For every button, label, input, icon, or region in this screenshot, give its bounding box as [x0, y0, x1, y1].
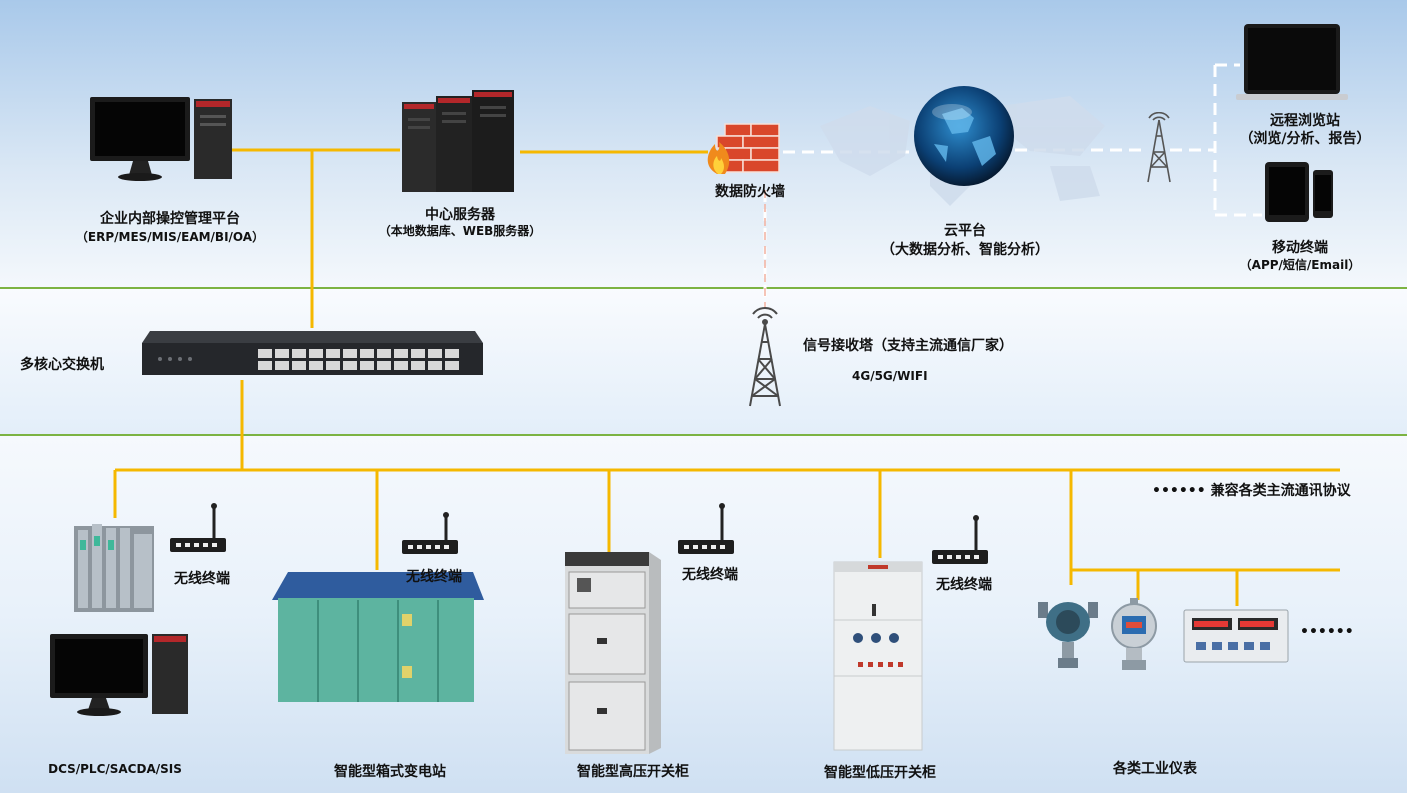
- wireless-router-icon: [402, 512, 458, 554]
- desktop-computer-icon: [90, 97, 232, 181]
- remote-station-subtitle: （浏览/分析、报告）: [1239, 131, 1371, 147]
- firewall-graphic: [703, 122, 783, 178]
- wireless-router-icon: [932, 515, 988, 564]
- pressure-transmitter-icon: [1038, 602, 1098, 668]
- dcs-title: DCS/PLC/SACDA/SIS: [48, 762, 182, 776]
- wireless-terminal-3: [676, 502, 736, 556]
- wireless-router-icon: [170, 503, 226, 552]
- hv-cabinet-title: 智能型高压开关柜: [577, 764, 689, 780]
- wireless-terminal-4: [930, 514, 990, 566]
- gas-detector: [1106, 596, 1162, 672]
- box-substation: [268, 570, 486, 704]
- enterprise-platform-title: 企业内部操控管理平台: [100, 211, 240, 227]
- instruments-title: 各类工业仪表: [1113, 761, 1197, 777]
- wireless-terminal-2: [400, 512, 460, 556]
- remote-station-title: 远程浏览站: [1270, 113, 1340, 129]
- protocol-note: •••••• 兼容各类主流通讯协议: [1152, 483, 1351, 499]
- central-server-rack: [400, 88, 518, 196]
- laptop-icon: [1236, 24, 1348, 100]
- wireless-terminal-2-label: 无线终端: [406, 569, 462, 585]
- mobile-terminal-devices: [1263, 160, 1339, 224]
- hv-switchgear: [563, 548, 663, 756]
- enterprise-platform-subtitle: （ERP/MES/MIS/EAM/BI/OA）: [75, 230, 265, 244]
- wireless-terminal-3-label: 无线终端: [682, 567, 738, 583]
- mobile-terminal-subtitle: （APP/短信/Email）: [1239, 258, 1361, 272]
- network-switch-icon: [142, 331, 483, 375]
- digital-display-meter: [1182, 608, 1290, 664]
- wireless-router-icon: [678, 503, 734, 554]
- desktop-computer-icon: [50, 634, 188, 716]
- plc-icon: [74, 524, 154, 612]
- layer-separator-bottom: [0, 434, 1407, 436]
- mobile-terminal-title: 移动终端: [1272, 240, 1328, 256]
- antenna-tower-icon: [1147, 112, 1171, 183]
- layer-separator-top: [0, 287, 1407, 289]
- top-layer-band: [0, 0, 1407, 288]
- hv-cabinet-icon: [565, 552, 661, 754]
- central-server-title: 中心服务器: [425, 207, 495, 223]
- relay-tower-top: [1145, 112, 1173, 184]
- globe-icon: [914, 86, 1014, 186]
- enterprise-platform-computer: [88, 95, 236, 185]
- signal-tower: [746, 304, 784, 408]
- box-substation-title: 智能型箱式变电站: [334, 764, 446, 780]
- cloud-platform-subtitle: （大数据分析、智能分析）: [881, 242, 1049, 258]
- firewall-icon: [707, 123, 780, 174]
- remote-station-laptop: [1236, 22, 1348, 102]
- signal-tower-title: 信号接收塔（支持主流通信厂家）: [803, 338, 1013, 354]
- tablet-phone-icon: [1265, 162, 1333, 222]
- plc-module: [72, 520, 158, 614]
- wireless-terminal-1: [168, 502, 228, 556]
- world-map-icon: [820, 96, 1105, 206]
- instruments-more: ••••••: [1300, 624, 1354, 640]
- gas-detector-icon: [1111, 598, 1157, 670]
- lv-switchgear: [830, 560, 926, 752]
- box-substation-icon: [272, 572, 484, 702]
- signal-tower-subtitle: 4G/5G/WIFI: [852, 369, 928, 383]
- core-switch-device: [140, 329, 485, 377]
- digital-meter-icon: [1183, 609, 1289, 663]
- pressure-transmitter: [1036, 598, 1100, 670]
- signal-tower-icon: [749, 307, 781, 407]
- firewall-title: 数据防火墙: [715, 184, 785, 200]
- cloud-globe: [912, 84, 1016, 188]
- bottom-layer-band: [0, 435, 1407, 793]
- central-server-subtitle: （本地数据库、WEB服务器）: [378, 224, 542, 238]
- wireless-terminal-1-label: 无线终端: [174, 571, 230, 587]
- wireless-terminal-4-label: 无线终端: [936, 577, 992, 593]
- server-icon: [402, 90, 514, 192]
- cloud-platform-title: 云平台: [944, 223, 986, 239]
- core-switch-title: 多核心交换机: [20, 357, 104, 373]
- lv-cabinet-title: 智能型低压开关柜: [824, 765, 936, 781]
- dcs-computer: [48, 630, 192, 720]
- lv-cabinet-icon: [833, 561, 923, 751]
- world-map-background: [810, 66, 1110, 216]
